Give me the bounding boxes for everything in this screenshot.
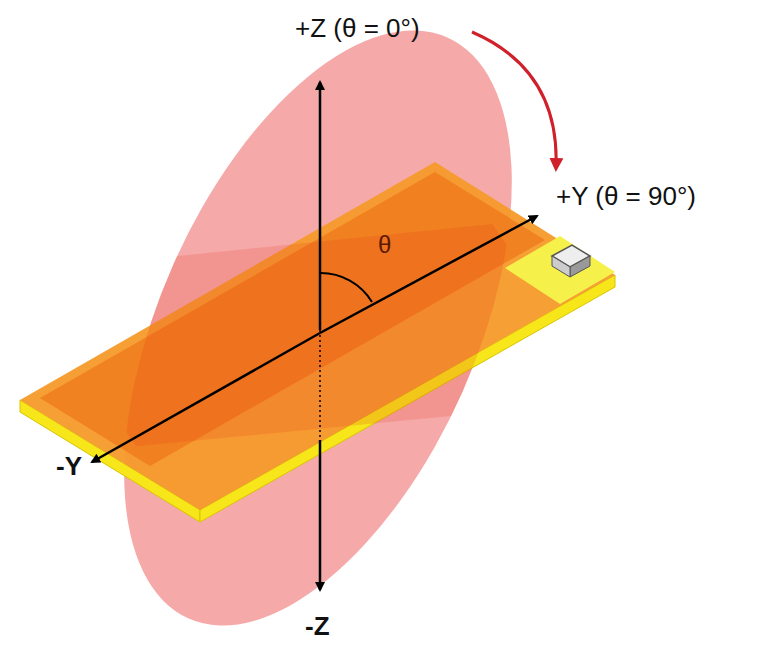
axis-label: +Y (θ = 90°) [556,182,696,211]
angle-label: θ [378,232,391,258]
y-axis [92,333,320,462]
z-axis [319,82,322,330]
y-axis [320,216,537,333]
feed-pad [505,236,615,304]
chip-component [552,256,570,277]
axis-label: +Z (θ = 0°) [295,14,420,43]
chip-component [570,256,590,277]
rotation-arrow [472,32,556,168]
axis-label: -Z [305,612,330,641]
axis-label: -Y [56,452,82,481]
angle-arc [320,273,372,302]
z-axis [319,440,322,590]
z-axis-hidden [319,330,321,440]
